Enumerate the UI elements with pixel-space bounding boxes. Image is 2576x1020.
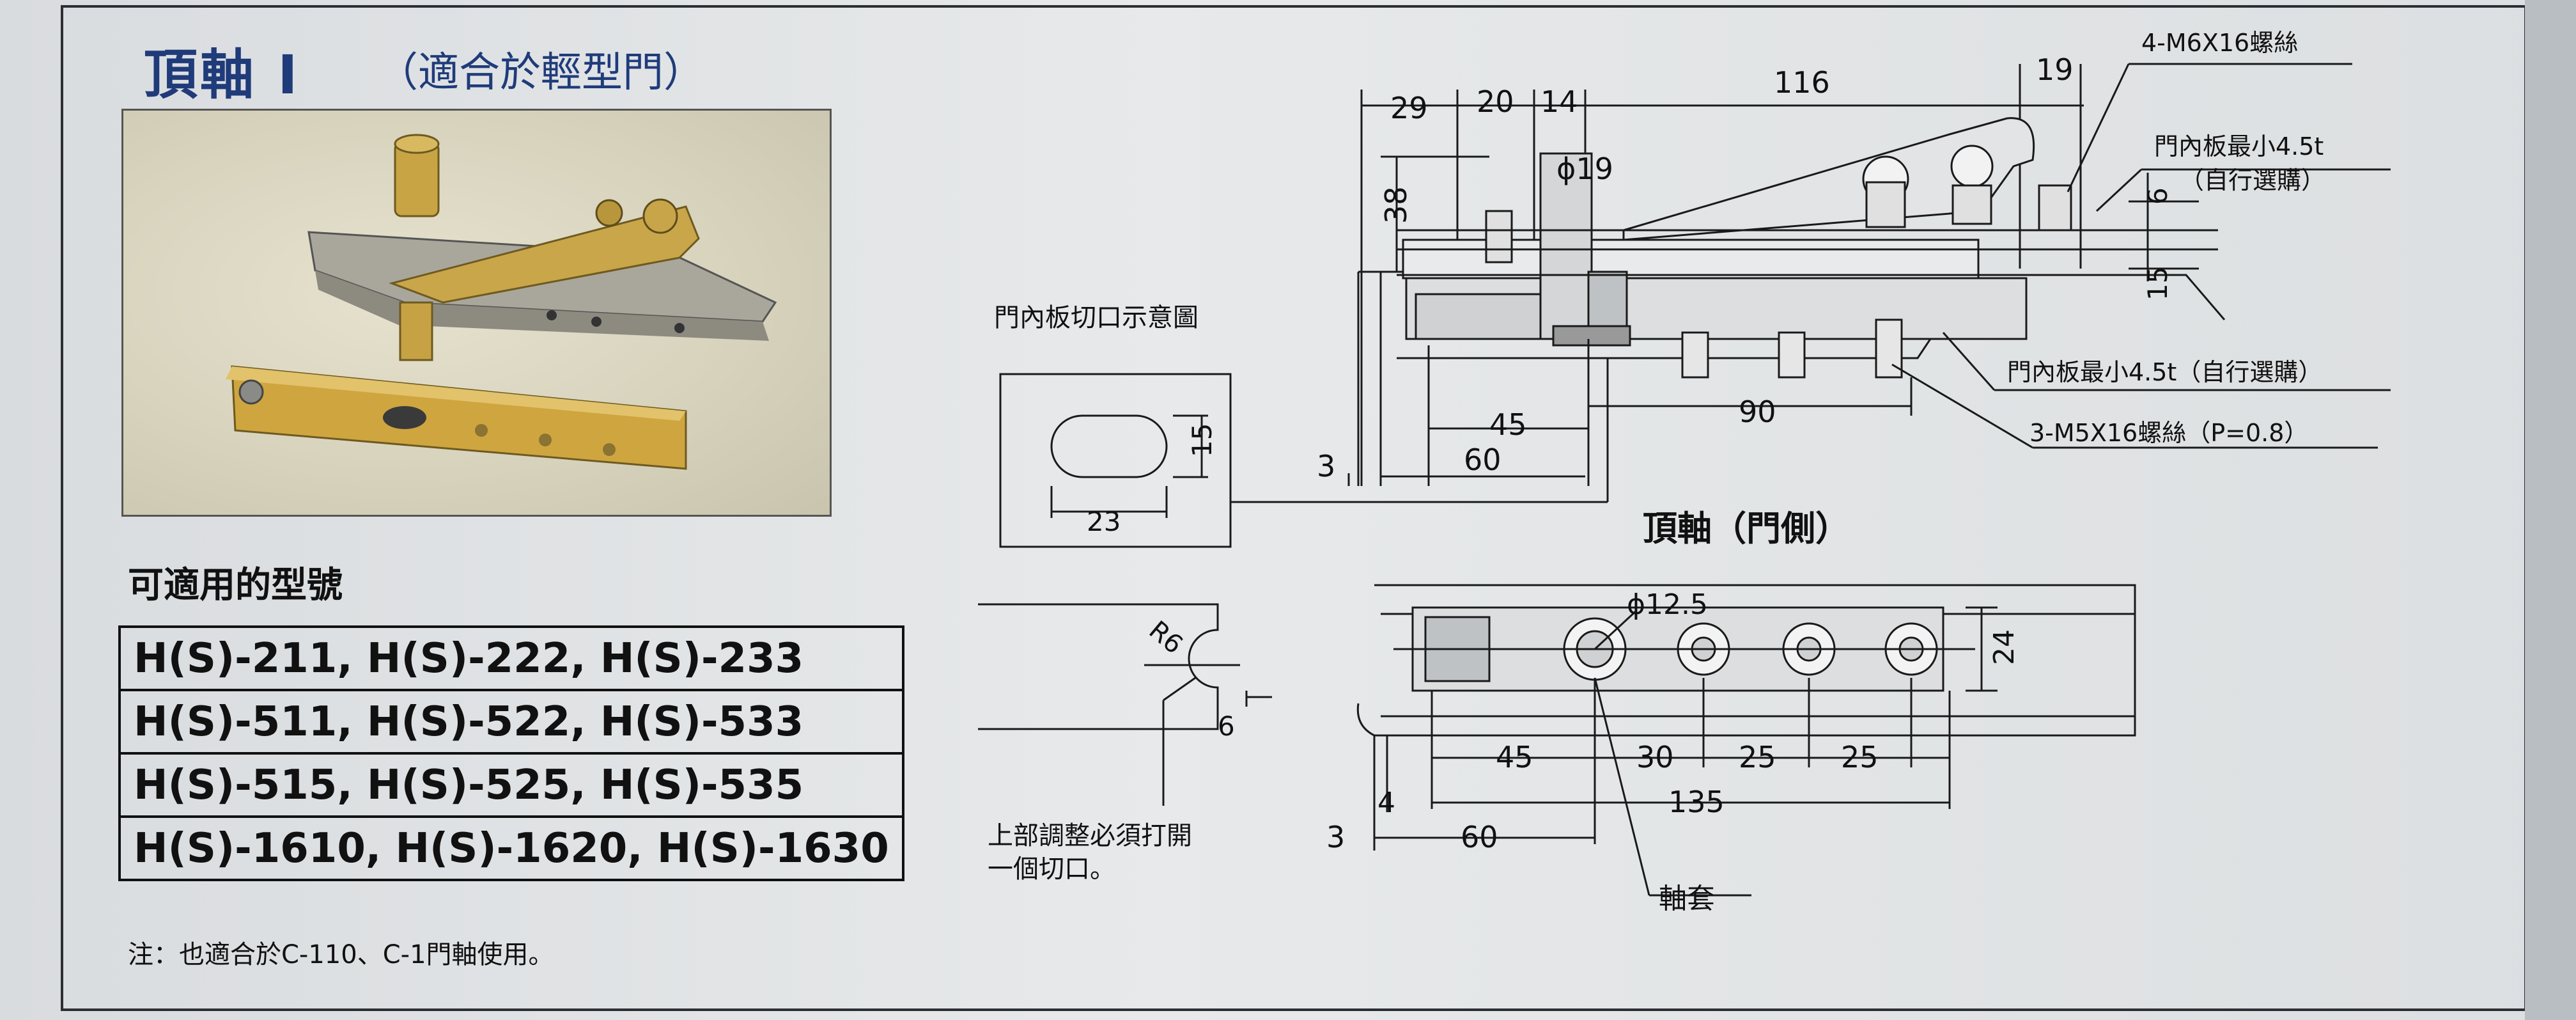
dim-d3: 3 bbox=[1326, 820, 1345, 854]
page-edge bbox=[2525, 0, 2576, 1020]
dim-3: 3 bbox=[1317, 449, 1335, 483]
dim-d30: 30 bbox=[1636, 740, 1674, 774]
model-cell: H(S)-511, H(S)-522, H(S)-533 bbox=[118, 689, 904, 755]
table-row: H(S)-211, H(S)-222, H(S)-233 bbox=[118, 625, 904, 691]
dim-20: 20 bbox=[1477, 84, 1514, 119]
callout-plate-top-2: （自行選購） bbox=[2180, 166, 2325, 194]
callout-screw-top: 4-M6X16螺絲 bbox=[2141, 29, 2298, 57]
dim-45: 45 bbox=[1489, 407, 1527, 442]
dim-38: 38 bbox=[1379, 186, 1413, 224]
cutout-frame bbox=[999, 373, 1232, 548]
page-subtitle: （適合於輕型門） bbox=[377, 49, 704, 97]
product-photo bbox=[121, 109, 832, 517]
model-cell: H(S)-1610, H(S)-1620, H(S)-1630 bbox=[118, 815, 904, 881]
table-row: H(S)-511, H(S)-522, H(S)-533 bbox=[118, 689, 904, 755]
cutout-caption-2: 一個切口。 bbox=[988, 854, 1115, 884]
dim-d60: 60 bbox=[1461, 820, 1498, 854]
dim-24: 24 bbox=[1988, 629, 2021, 665]
callout-screw-bottom: 3-M5X16螺絲（P=0.8） bbox=[2029, 419, 2308, 447]
dim-phi19: ϕ19 bbox=[1556, 152, 1613, 186]
models-heading: 可適用的型號 bbox=[128, 565, 343, 606]
cutout-title: 門內板切口示意圖 bbox=[994, 303, 1199, 333]
dim-cutout-depth: 6 bbox=[1218, 710, 1235, 742]
door-side-title: 頂軸（門側） bbox=[1643, 508, 1850, 549]
dim-90: 90 bbox=[1739, 395, 1776, 429]
dim-135: 135 bbox=[1668, 785, 1725, 819]
dim-6: 6 bbox=[2142, 187, 2173, 205]
dim-116: 116 bbox=[1774, 65, 1830, 100]
models-table: H(S)-211, H(S)-222, H(S)-233 H(S)-511, H… bbox=[118, 625, 904, 881]
dim-19: 19 bbox=[2036, 52, 2074, 87]
model-cell: H(S)-515, H(S)-525, H(S)-535 bbox=[118, 752, 904, 818]
dim-d25a: 25 bbox=[1739, 740, 1776, 774]
dim-14: 14 bbox=[1540, 84, 1578, 119]
dim-cutout-width: 23 bbox=[1087, 506, 1121, 537]
callout-plate-top-1: 門內板最小4.5t bbox=[2154, 132, 2324, 161]
dim-15: 15 bbox=[2142, 267, 2173, 301]
dim-d4: 4 bbox=[1377, 787, 1395, 819]
dim-phi12-5: ϕ12.5 bbox=[1627, 588, 1708, 621]
cutout-slot bbox=[1050, 414, 1168, 478]
cutout-caption-1: 上部調整必須打開 bbox=[988, 821, 1192, 851]
model-cell: H(S)-211, H(S)-222, H(S)-233 bbox=[118, 625, 904, 691]
table-row: H(S)-515, H(S)-525, H(S)-535 bbox=[118, 752, 904, 818]
bushing-label: 軸套 bbox=[1659, 883, 1715, 915]
dim-d45: 45 bbox=[1496, 740, 1533, 774]
table-row: H(S)-1610, H(S)-1620, H(S)-1630 bbox=[118, 815, 904, 881]
dim-cutout-height: 15 bbox=[1186, 423, 1218, 457]
dim-radius: R6 bbox=[1144, 615, 1188, 659]
dim-60: 60 bbox=[1464, 443, 1501, 477]
footnote: 注：也適合於C-110、C-1門軸使用。 bbox=[128, 940, 554, 969]
page-title: 頂軸 I bbox=[144, 43, 300, 106]
callout-plate-bottom: 門內板最小4.5t（自行選購） bbox=[2007, 358, 2322, 386]
dim-29: 29 bbox=[1390, 91, 1428, 125]
dim-d25b: 25 bbox=[1841, 740, 1879, 774]
